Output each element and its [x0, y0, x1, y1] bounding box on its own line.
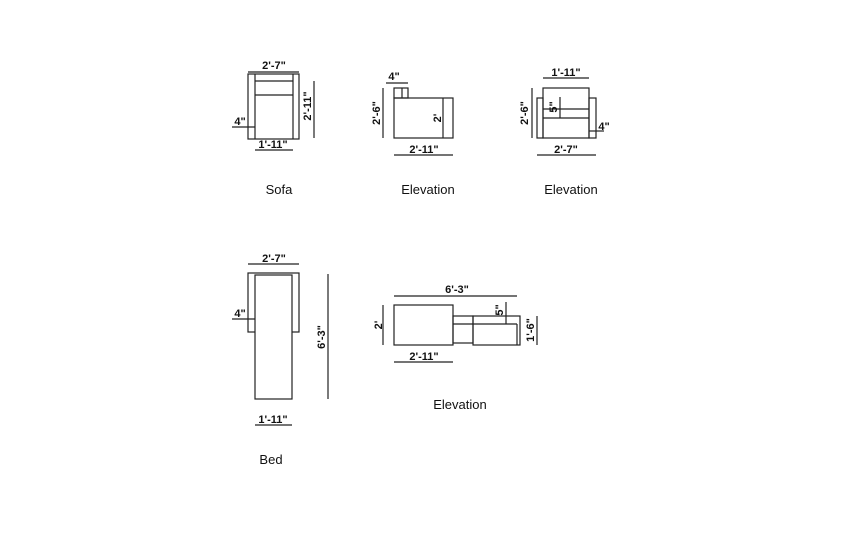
- width-label: 2'-7": [554, 144, 578, 156]
- bed-side-elevation: 5" 6'-3" 2' 1'-6" 2'-11" Elevation: [373, 284, 538, 412]
- bed-extension: [472, 315, 521, 346]
- sofa-outline: [247, 73, 300, 140]
- sofa-body: [393, 97, 454, 139]
- length-label: 6'-3": [316, 325, 328, 349]
- width-label: 2'-7": [262, 253, 286, 265]
- arm-height-label: 2': [432, 113, 444, 122]
- seat-label: 1'-11": [258, 414, 287, 426]
- height-label: 2'-6": [371, 101, 383, 125]
- height-label: 2': [373, 320, 385, 329]
- depth-label: 2'-11": [409, 351, 438, 363]
- arm-label: 4": [234, 308, 245, 320]
- arm-label: 4": [234, 116, 245, 128]
- cushion-label: 5": [548, 101, 560, 112]
- caption: Elevation: [433, 397, 486, 412]
- sofa-side-elevation: 4" 2'-6" 2' 2'-11" Elevation: [371, 71, 455, 197]
- depth-label: 2'-11": [302, 91, 314, 120]
- sofa-front-elevation: 5" 1'-11" 2'-6" 4" 2'-7" Elevation: [519, 67, 610, 197]
- bed-height-label: 1'-6": [525, 318, 537, 342]
- bed-plan-view: 2'-7" 4" 6'-3" 1'-11" Bed: [232, 253, 329, 467]
- caption: Elevation: [544, 182, 597, 197]
- left-arm: [536, 97, 544, 139]
- height-label: 2'-6": [519, 101, 531, 125]
- length-label: 6'-3": [445, 284, 469, 296]
- cushion-label: 5": [494, 304, 506, 315]
- seat-width-label: 1'-11": [551, 67, 580, 79]
- sofa-body: [393, 304, 454, 346]
- width-label: 2'-7": [262, 60, 286, 72]
- caption: Sofa: [266, 182, 294, 197]
- right-arm: [588, 97, 597, 139]
- caption: Bed: [259, 452, 282, 467]
- seat-label: 1'-11": [258, 139, 287, 151]
- back-label: 4": [388, 71, 399, 83]
- bed-outline: [254, 274, 293, 400]
- sofa-plan-view: 2'-7" 2'-11" 4" 1'-11" Sofa: [232, 60, 315, 197]
- depth-label: 2'-11": [409, 144, 438, 156]
- caption: Elevation: [401, 182, 454, 197]
- arm-label: 4": [598, 121, 609, 133]
